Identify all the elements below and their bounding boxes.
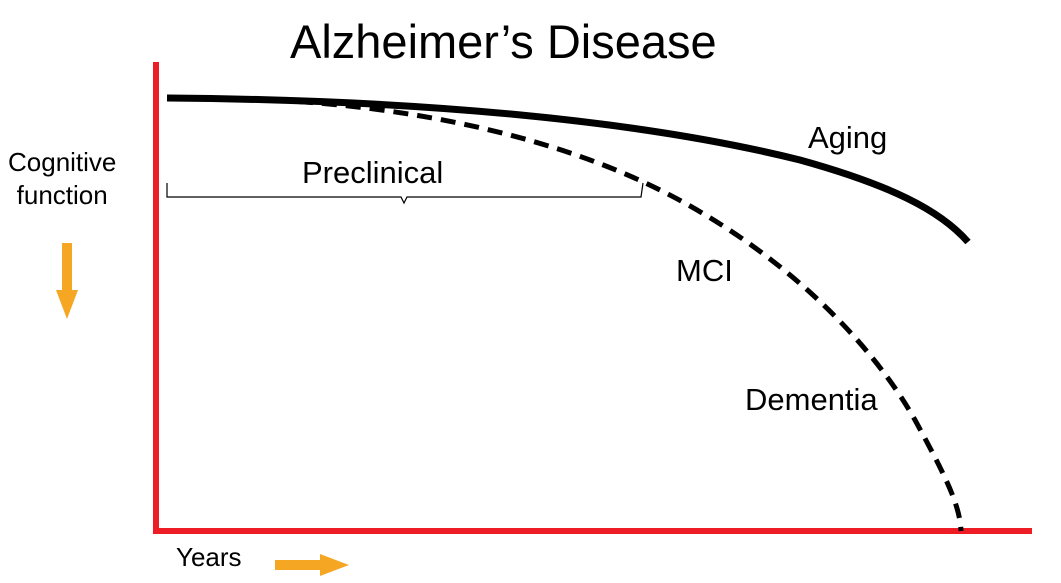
aging-label: Aging — [808, 120, 888, 155]
y-axis-label: Cognitive function — [8, 146, 116, 212]
aging-solid-curve — [166, 94, 971, 245]
x-axis-label: Years — [176, 542, 242, 572]
preclinical-bracket — [166, 182, 644, 205]
mci-label: MCI — [676, 253, 733, 288]
right-arrow-icon — [275, 554, 349, 576]
alzheimers-dashed-curve — [249, 96, 964, 532]
y-axis-label-line1: Cognitive — [8, 147, 117, 177]
down-arrow-icon — [56, 243, 78, 319]
diagram-title: Alzheimer’s Disease — [290, 15, 717, 68]
preclinical-label: Preclinical — [302, 155, 444, 190]
y-axis-label-line2: function — [16, 180, 108, 210]
dementia-label: Dementia — [745, 382, 878, 417]
